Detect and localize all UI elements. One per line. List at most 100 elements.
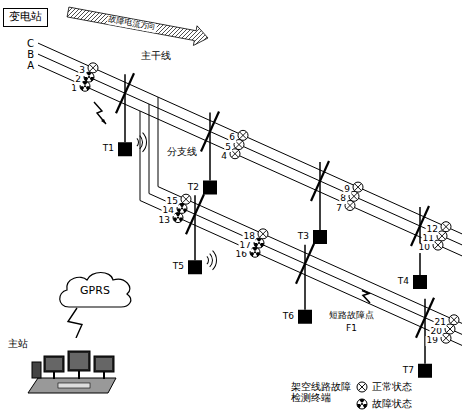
- indicator-cross: [359, 384, 366, 391]
- pole: [124, 74, 126, 142]
- indicator-blade: [86, 86, 90, 90]
- normal-indicator: [258, 229, 268, 239]
- callout-number: 1: [70, 84, 78, 94]
- terminal-box: [203, 181, 217, 195]
- terminal-label: T4: [397, 277, 410, 287]
- legend-symbol: [355, 397, 369, 411]
- branch-line-conductor: [158, 187, 462, 324]
- monitor: [94, 356, 114, 372]
- indicator-ring: [441, 222, 451, 232]
- branch-line-conductor: [149, 194, 462, 335]
- branch-drop-conductor: [149, 104, 150, 194]
- line-label: 分支线: [166, 146, 198, 157]
- terminal-label: T2: [187, 183, 200, 193]
- substation-box: 变电站: [3, 8, 48, 27]
- callout-number: 9: [343, 185, 351, 195]
- indicator-blade: [90, 77, 94, 81]
- radio-wave: [142, 132, 147, 152]
- callout-number: 12: [426, 225, 439, 235]
- indicator-ring: [88, 63, 98, 73]
- terminal-label: T6: [282, 312, 295, 322]
- callout-number: 3: [78, 66, 86, 76]
- indicator-blade: [177, 208, 181, 212]
- monitor-screen: [46, 358, 62, 370]
- crossarm: [116, 73, 134, 113]
- callout-number: 18: [243, 232, 256, 242]
- pole: [319, 162, 321, 230]
- indicator-cross: [355, 184, 362, 191]
- indicator-blade: [179, 218, 183, 222]
- desk: [28, 378, 116, 393]
- indicator-blade: [357, 404, 361, 408]
- indicator-cross: [347, 202, 354, 209]
- short-circuit-bolt: [362, 290, 370, 303]
- indicator-blade: [84, 77, 88, 81]
- indicator-core: [177, 217, 179, 219]
- crossarm: [296, 244, 314, 284]
- indicator-ring: [238, 130, 248, 140]
- callout-number: 20: [430, 327, 443, 337]
- callout-number: 14: [162, 206, 175, 216]
- main-line-conductor: [38, 54, 462, 245]
- callout-number: 8: [339, 194, 347, 204]
- radio-bolt-tip: [101, 119, 106, 124]
- normal-indicator: [353, 182, 363, 192]
- indicator-blade: [183, 208, 187, 212]
- indicator-cross: [351, 193, 358, 200]
- monitor: [44, 356, 64, 372]
- monitor-stand: [78, 371, 80, 379]
- terminal-label: T5: [172, 262, 185, 272]
- phase-label: C: [26, 38, 35, 49]
- indicator-ring: [449, 315, 459, 325]
- terminal-box: [188, 260, 202, 274]
- normal-indicator: [357, 382, 367, 392]
- indicator-core: [84, 85, 86, 87]
- callout-number: 7: [335, 204, 343, 214]
- current-direction-arrow: [67, 7, 208, 45]
- main-line-conductor: [38, 43, 462, 234]
- monitor: [68, 351, 90, 371]
- legend-heading: 架空线路故障检测终端: [290, 381, 356, 403]
- fault-id: F1: [345, 324, 358, 334]
- pole: [209, 113, 211, 181]
- indicator-ring: [181, 194, 191, 204]
- callout-number: 16: [235, 250, 248, 260]
- indicator-cross: [183, 196, 190, 203]
- crossarm: [201, 112, 219, 152]
- indicator-ring: [353, 182, 363, 192]
- radio-wave: [139, 135, 143, 149]
- station-label: 主站: [8, 338, 118, 350]
- phase-label: B: [26, 49, 35, 60]
- radio-wave: [209, 253, 213, 267]
- direction-label: 故障电流方向: [106, 15, 157, 33]
- terminal-box: [418, 364, 432, 378]
- indicator-cross: [443, 335, 450, 342]
- keyboard: [58, 383, 90, 388]
- terminal-box: [298, 310, 312, 324]
- phase-label: A: [26, 60, 35, 71]
- monitor-screen: [70, 353, 88, 369]
- callout-number: 17: [239, 241, 252, 251]
- terminal-box: [413, 275, 427, 289]
- line-label: 主干线: [140, 50, 172, 61]
- normal-indicator: [238, 130, 248, 140]
- indicator-cross: [232, 150, 239, 157]
- indicator-ring: [357, 399, 367, 409]
- pole: [304, 245, 306, 310]
- indicator-core: [361, 403, 363, 405]
- indicator-cross: [451, 316, 458, 323]
- indicator-ring: [357, 382, 367, 392]
- indicator-cross: [236, 141, 243, 148]
- crossarm: [311, 161, 329, 201]
- pole: [424, 299, 426, 364]
- callout-number: 11: [422, 234, 435, 244]
- legend-text: 正常状态: [372, 380, 412, 394]
- indicator-blade: [256, 252, 260, 256]
- callout-number: 21: [434, 318, 447, 328]
- legend-symbol: [355, 380, 369, 394]
- monitor-screen: [96, 358, 112, 370]
- main-line-conductor: [38, 65, 462, 256]
- legend-text: 故障状态: [372, 397, 412, 411]
- fault-indicator: [357, 399, 367, 409]
- indicator-blade: [254, 243, 258, 247]
